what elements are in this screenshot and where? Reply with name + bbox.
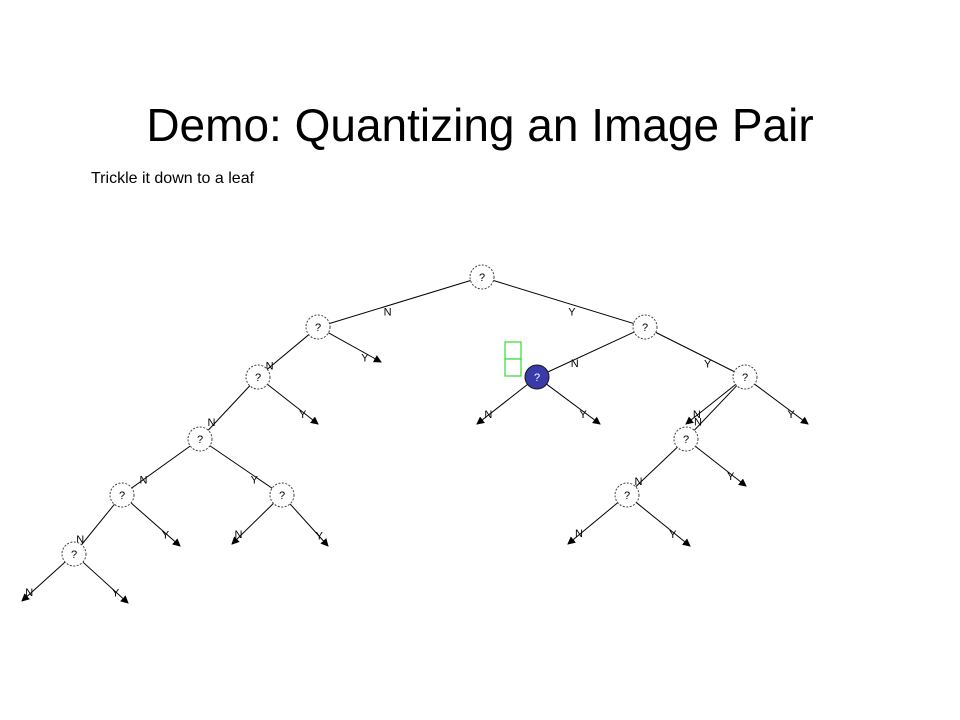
yes-branch-label: Y bbox=[299, 409, 307, 421]
node-question-label: ? bbox=[742, 372, 748, 384]
leaf-edge-n4-Y bbox=[546, 383, 601, 425]
tree-node: ? bbox=[61, 541, 87, 567]
leaf-edge-n5-Y bbox=[754, 383, 809, 425]
no-branch-label: N bbox=[693, 409, 701, 421]
tree-node: ? bbox=[469, 264, 495, 290]
node-circle bbox=[732, 364, 758, 390]
no-branch-label: N bbox=[635, 476, 643, 488]
tree-edge-n3-n6 bbox=[199, 385, 251, 440]
tree-node: ? bbox=[305, 314, 331, 340]
tree-edge-n2-n5 bbox=[655, 331, 746, 378]
node-question-label: ? bbox=[534, 372, 540, 384]
node-question-label: ? bbox=[197, 434, 203, 446]
node-circle bbox=[61, 541, 87, 567]
node-question-label: ? bbox=[624, 490, 630, 502]
leaf-edge-n4-N bbox=[476, 384, 528, 425]
leaf-edge-n10-N bbox=[567, 502, 619, 545]
yes-branch-label: Y bbox=[251, 474, 259, 486]
no-branch-label: N bbox=[140, 475, 148, 487]
tree-node: ? bbox=[187, 426, 213, 452]
tree-edge-n0-n2 bbox=[493, 280, 646, 329]
no-branch-label: N bbox=[234, 529, 242, 541]
leaf-edge-n9-Y bbox=[289, 503, 329, 547]
node-question-label: ? bbox=[279, 490, 285, 502]
node-question-label: ? bbox=[642, 322, 648, 334]
tree-edge-n6-n8 bbox=[121, 445, 191, 496]
tree-edges bbox=[21, 280, 809, 604]
no-branch-label: N bbox=[484, 409, 492, 421]
node-circle bbox=[673, 426, 699, 452]
tree-node: ? bbox=[673, 426, 699, 452]
tree-node: ? bbox=[732, 364, 758, 390]
node-circle bbox=[109, 482, 135, 508]
node-circle bbox=[305, 314, 331, 340]
leaf-edge-n5-N bbox=[685, 384, 736, 425]
yes-branch-label: Y bbox=[727, 471, 735, 483]
no-branch-label: N bbox=[571, 358, 579, 370]
slide-subtitle: Trickle it down to a leaf bbox=[91, 170, 255, 187]
leaf-edge-n11-N bbox=[21, 561, 66, 602]
node-circle bbox=[632, 314, 658, 340]
yes-branch-label: Y bbox=[787, 409, 795, 421]
tree-node: ? bbox=[245, 364, 271, 390]
tree-edge-n5-n7 bbox=[685, 385, 738, 440]
node-circle bbox=[614, 482, 640, 508]
node-question-label: ? bbox=[479, 272, 485, 284]
no-branch-label: N bbox=[76, 534, 84, 546]
node-question-label: ? bbox=[315, 322, 321, 334]
node-question-label: ? bbox=[71, 549, 77, 561]
no-branch-label: N bbox=[575, 528, 583, 540]
node-circle bbox=[245, 364, 271, 390]
leaf-edge-n9-N bbox=[231, 503, 274, 545]
leaf-edge-n11-Y bbox=[82, 561, 129, 604]
tree-nodes: ???????????? bbox=[61, 264, 758, 567]
node-question-label: ? bbox=[255, 372, 261, 384]
tree-edge-n0-n1 bbox=[317, 280, 471, 329]
node-question-label: ? bbox=[119, 490, 125, 502]
leaf-edge-n7-Y bbox=[695, 446, 747, 487]
node-circle bbox=[269, 482, 295, 508]
node-circle bbox=[469, 264, 495, 290]
leaf-edge-n10-Y bbox=[636, 502, 691, 547]
yes-branch-label: Y bbox=[112, 588, 120, 600]
yes-branch-label: Y bbox=[568, 307, 576, 319]
no-branch-label: N bbox=[25, 587, 33, 599]
node-circle bbox=[524, 364, 550, 390]
yes-branch-label: Y bbox=[361, 353, 369, 365]
node-circle bbox=[187, 426, 213, 452]
image-pair-marker bbox=[504, 341, 522, 377]
no-branch-label: N bbox=[384, 306, 392, 318]
leaf-edge-n8-Y bbox=[130, 502, 181, 547]
no-branch-label: N bbox=[266, 361, 274, 373]
yes-branch-label: Y bbox=[316, 530, 324, 542]
yes-branch-label: Y bbox=[669, 529, 677, 541]
leaf-edge-n3-Y bbox=[267, 384, 319, 425]
tree-edge-n2-n4 bbox=[536, 331, 635, 378]
tree-node: ? bbox=[632, 314, 658, 340]
yes-branch-label: Y bbox=[704, 358, 712, 370]
tree-node: ? bbox=[269, 482, 295, 508]
tree-edge-n6-n9 bbox=[209, 445, 283, 496]
image-pair-top bbox=[504, 341, 522, 360]
slide-title: Demo: Quantizing an Image Pair bbox=[146, 99, 814, 151]
no-branch-label: N bbox=[694, 417, 702, 429]
yes-branch-label: Y bbox=[579, 409, 587, 421]
node-question-label: ? bbox=[683, 434, 689, 446]
no-branch-label: N bbox=[207, 417, 215, 429]
yes-branch-label: Y bbox=[162, 529, 170, 541]
leaf-edge-n1-Y bbox=[328, 332, 382, 363]
active-tree-node: ? bbox=[524, 364, 550, 390]
image-pair-bottom bbox=[504, 358, 522, 377]
tree-node: ? bbox=[614, 482, 640, 508]
tree-node: ? bbox=[109, 482, 135, 508]
